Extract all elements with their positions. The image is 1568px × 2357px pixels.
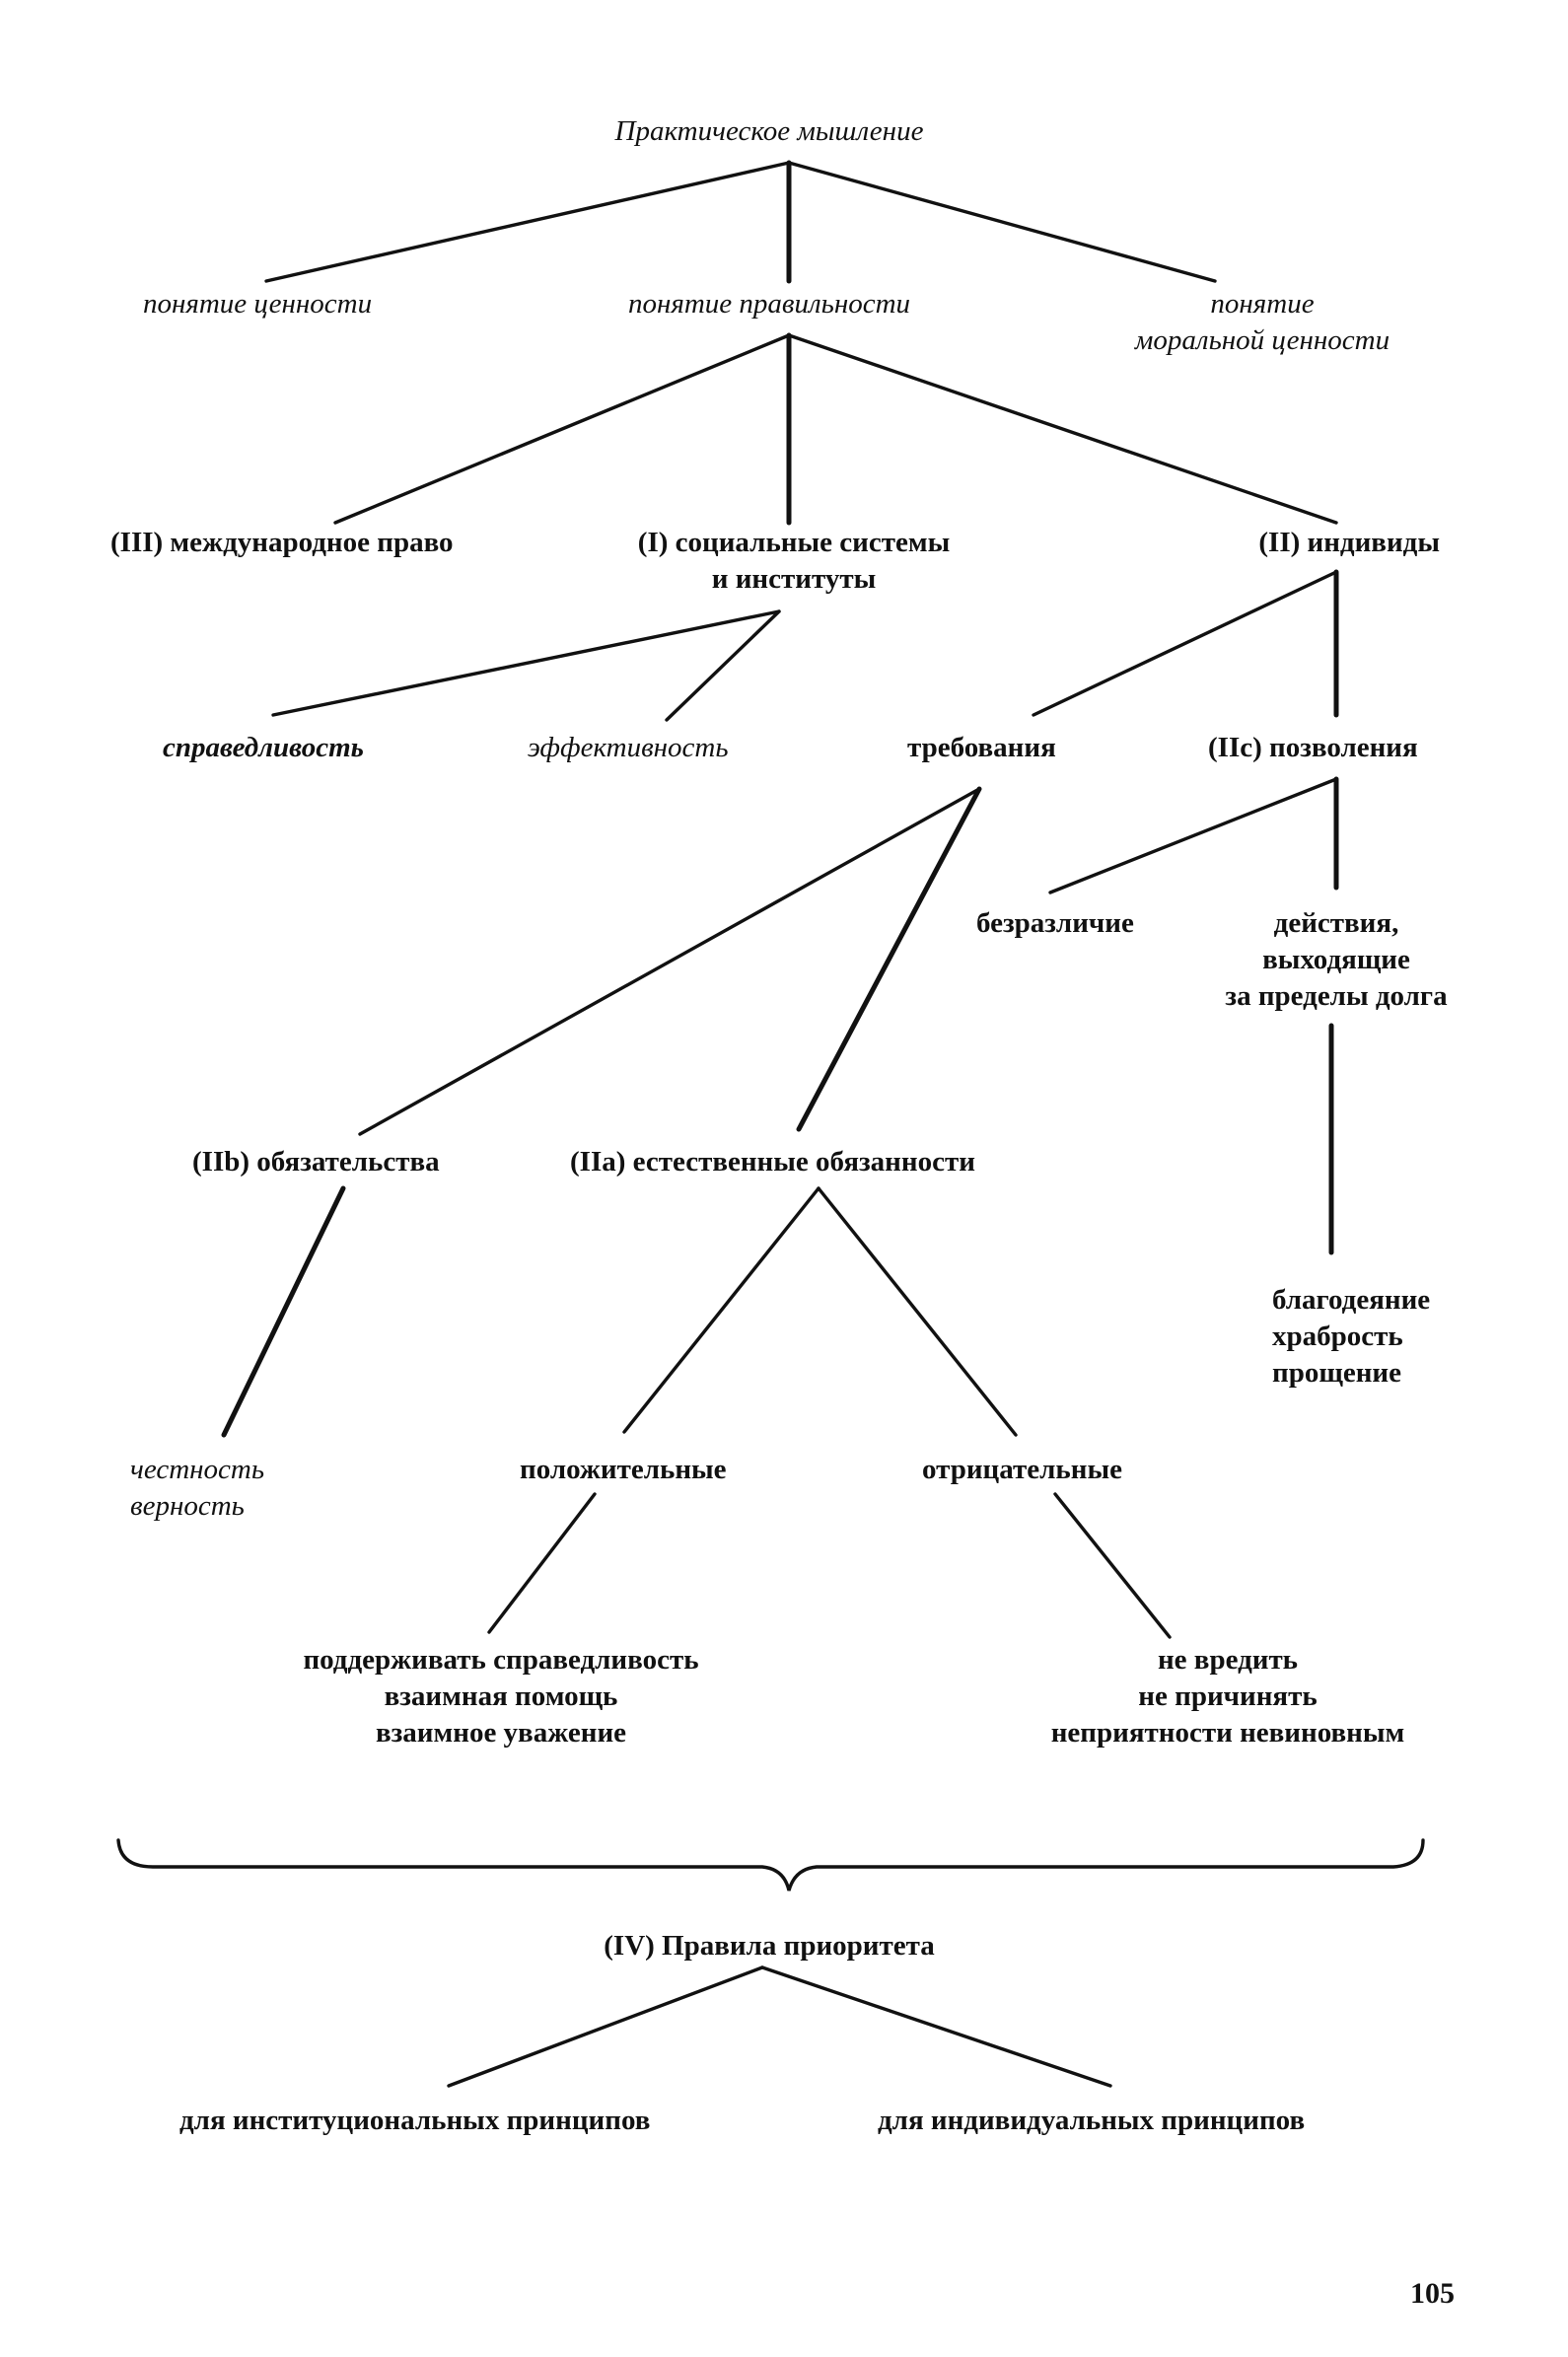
node-permissions: (IIc) позволения [1208,732,1418,763]
connector-individuals-requirements [1032,570,1338,717]
node-efficiency: эффективность [528,732,729,763]
node-practical-thinking: Практическое мышление [614,115,924,147]
node-social-systems: (I) социальные системы и институты [637,527,951,595]
connector-obligations-examples [221,1185,346,1438]
node-justice: справедливость [163,732,364,763]
node-concept-of-rightness: понятие правильности [627,288,911,320]
connector-requirements-obligations [358,787,981,1136]
node-supererogatory-actions: действия, выходящие за пределы долга [1225,907,1448,1012]
node-positive-duties: положительные [520,1454,727,1485]
node-indifference: безразличие [976,907,1134,939]
node-supererogatory-examples: благодеяние храбрость прощение [1272,1284,1431,1389]
node-obligation-examples: честность верность [130,1454,265,1522]
node-institutional-principles: для институциональных принципов [179,2105,651,2136]
node-priority-rules: (IV) Правила приоритета [604,1930,935,1962]
connector-negative-examples [1053,1492,1172,1639]
node-natural-duties: (IIa) естественные обязанности [570,1146,975,1178]
node-negative-duty-examples: не вредить не причинять неприятности нев… [1050,1644,1405,1749]
page-number: 105 [1410,2277,1455,2310]
node-individual-principles: для индивидуальных принципов [878,2105,1306,2136]
connector-priority-institutional [447,1965,764,2088]
node-obligations: (IIb) обязательства [192,1146,440,1178]
connector-duties-positive [622,1186,820,1434]
connector-root-value [264,161,791,283]
node-negative-duties: отрицательные [922,1454,1122,1485]
connector-rightness-individuals [787,333,1338,525]
connector-social-efficiency [665,609,781,722]
node-international-law: (III) международное право [110,527,454,558]
node-concept-of-value: понятие ценности [143,288,373,320]
curly-brace [116,1838,1425,1892]
connector-priority-individual [760,1965,1112,2088]
connector-social-justice [271,609,781,717]
connector-root-moral-value [787,161,1217,283]
connector-permissions-indifference [1048,777,1338,894]
connector-positive-examples [487,1492,597,1634]
node-concept-of-moral-value: понятие моральной ценности [1134,288,1390,356]
node-requirements: требования [907,732,1056,763]
connector-duties-negative [817,1186,1018,1437]
node-individuals: (II) индивиды [1258,527,1440,558]
connector-requirements-natural-duties [796,786,982,1132]
connector-rightness-international-law [333,333,791,525]
node-positive-duty-examples: поддерживать справедливость взаимная пом… [303,1644,699,1749]
